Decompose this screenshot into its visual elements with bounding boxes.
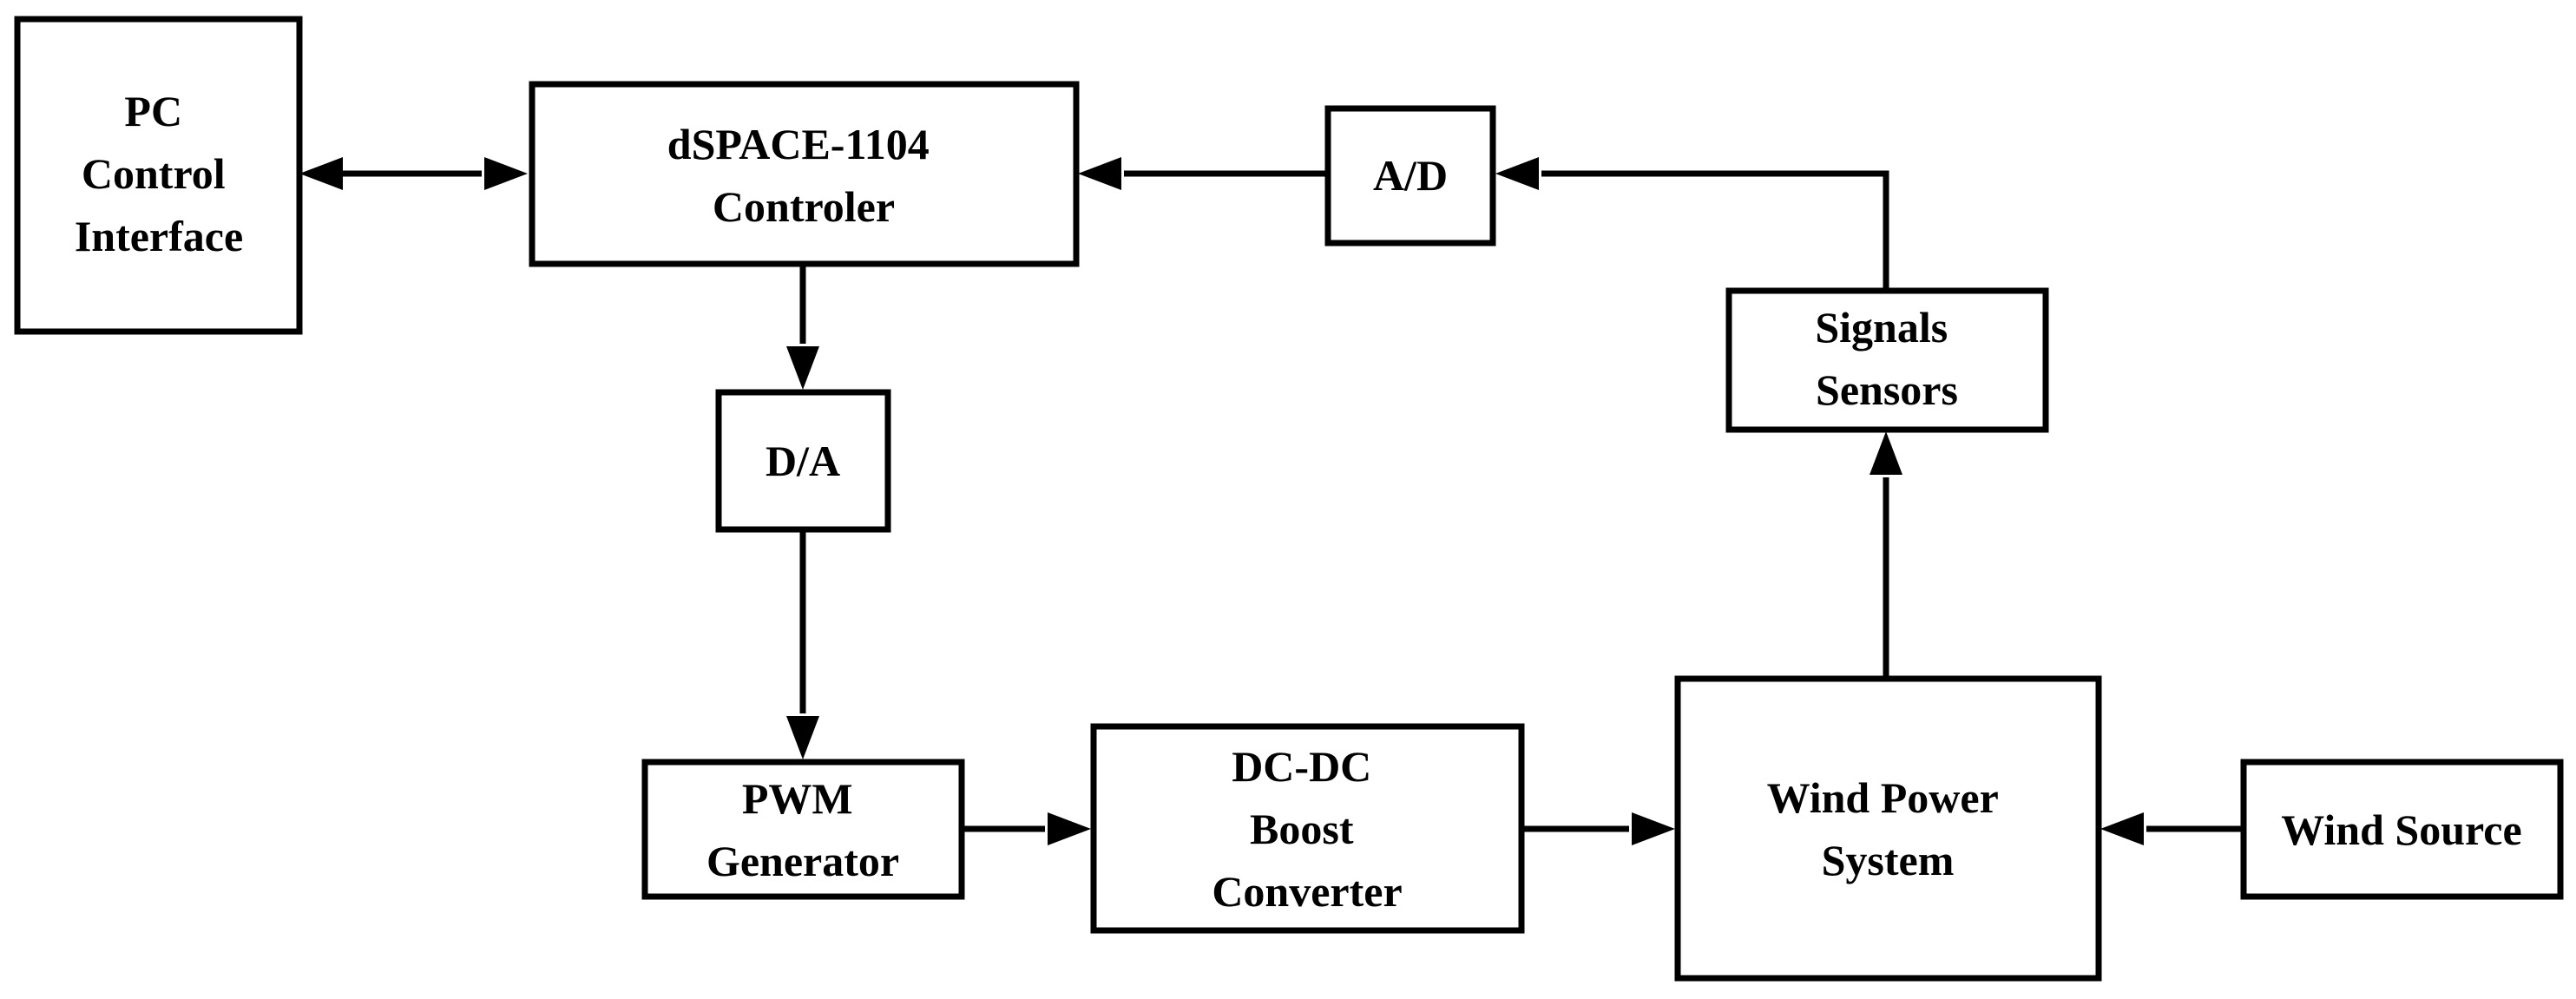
block-ad-converter: A/D	[1324, 105, 1496, 246]
block-dspace-rect	[529, 81, 1080, 267]
connectors	[299, 157, 2244, 845]
block-wind-power-system: Wind Power System	[1674, 675, 2102, 982]
connector-signals-ad	[1541, 170, 1889, 291]
block-da-rect	[715, 389, 891, 533]
block-ad-rect	[1324, 105, 1496, 246]
block-wind-rect	[2240, 759, 2564, 900]
arrowhead-right-dspace	[484, 157, 528, 190]
block-signals-rect	[1725, 287, 2049, 433]
arrowhead-into-dcdc	[1048, 812, 1091, 845]
block-wind-source: Wind Source	[2240, 759, 2564, 900]
block-wps-label: Wind Power System	[1767, 773, 2009, 884]
block-pc-label: PC Control Interface	[75, 87, 243, 260]
block-signals-sensors: Signals Sensors	[1725, 287, 2049, 433]
arrowhead-into-pwm	[786, 716, 819, 759]
block-dcdc-rect	[1090, 723, 1525, 934]
arrowhead-into-wps-left	[1632, 812, 1675, 845]
arrowhead-into-da	[786, 346, 819, 390]
block-dspace-controller: dSPACE-1104 Controler	[529, 81, 1080, 267]
block-dcdc-label: DC-DC Boost Converter	[1212, 742, 1402, 916]
block-pwm-rect	[641, 759, 965, 900]
arrowhead-into-ad	[1495, 157, 1539, 190]
arrowhead-into-wps-right	[2100, 812, 2144, 845]
block-pc-control-interface: PC Control Interface	[14, 16, 303, 335]
block-dspace-label: dSPACE-1104 Controler	[667, 120, 940, 231]
block-ad-label: A/D	[1373, 151, 1448, 200]
arrowhead-into-signals	[1870, 431, 1902, 475]
arrowhead-left-pc	[299, 157, 343, 190]
block-pwm-label: PWM Generator	[706, 774, 899, 885]
block-wps-rect	[1674, 675, 2102, 982]
block-pc-rect	[14, 16, 303, 335]
block-da-converter: D/A	[715, 389, 891, 533]
block-pwm-generator: PWM Generator	[641, 759, 965, 900]
blocks: PC Control Interface dSPACE-1104 Control…	[14, 16, 2564, 982]
arrowhead-into-dspace	[1078, 157, 1121, 190]
block-signals-label: Signals Sensors	[1815, 303, 1958, 414]
block-wind-label: Wind Source	[2281, 805, 2521, 854]
block-dcdc-boost-converter: DC-DC Boost Converter	[1090, 723, 1525, 934]
block-da-label: D/A	[766, 437, 840, 485]
